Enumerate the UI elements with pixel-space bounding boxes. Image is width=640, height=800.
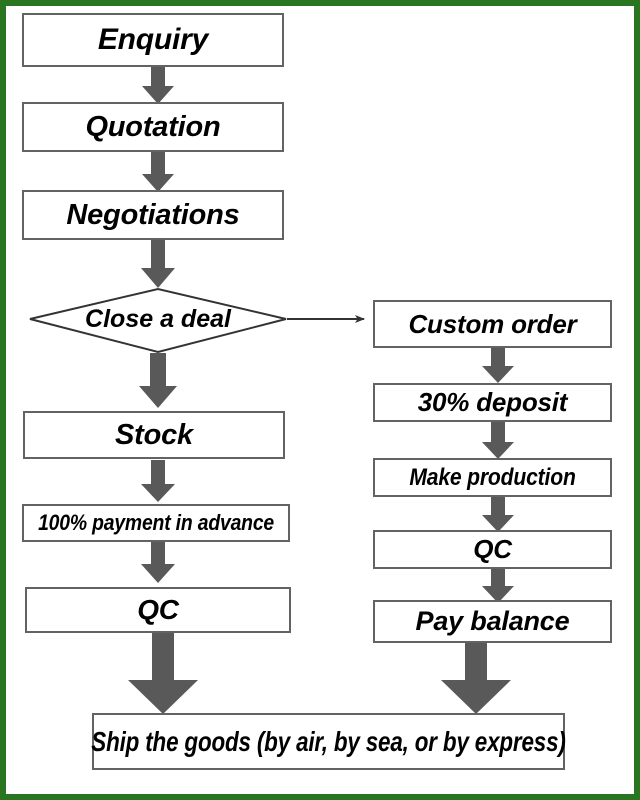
arrow-negotiations-to-close-a-deal [141, 237, 175, 288]
node-qc-right-label: QC [473, 534, 512, 564]
arrow-full-payment-to-qc-left [141, 541, 175, 583]
node-deposit[interactable]: 30% deposit [373, 383, 612, 422]
node-negotiations-label: Negotiations [66, 198, 240, 231]
close-a-deal-diamond[interactable] [29, 287, 287, 354]
flowchart-connectors [29, 62, 514, 714]
node-make-production[interactable]: Make production [373, 458, 612, 497]
arrow-custom-order-to-deposit [482, 347, 514, 383]
node-full-payment[interactable]: 100% payment in advance [22, 504, 290, 542]
node-deposit-label: 30% deposit [417, 387, 568, 417]
arrow-pay-balance-to-ship-goods [441, 642, 511, 714]
arrow-make-production-to-qc-right [482, 496, 514, 532]
node-quotation[interactable]: Quotation [22, 102, 284, 152]
arrow-qc-right-to-pay-balance [482, 568, 514, 603]
node-custom-order-label: Custom order [408, 308, 577, 339]
arrow-stock-to-full-payment [141, 460, 175, 502]
node-ship-goods-label: Ship the goods (by air, by sea, or by ex… [91, 725, 566, 757]
node-enquiry-label: Enquiry [97, 23, 209, 56]
node-enquiry[interactable]: Enquiry [22, 13, 284, 67]
arrow-quotation-to-negotiations [142, 150, 174, 192]
node-full-payment-label: 100% payment in advance [38, 510, 274, 535]
node-qc-right[interactable]: QC [373, 530, 612, 569]
arrow-enquiry-to-quotation [142, 62, 174, 104]
node-stock-label: Stock [115, 418, 193, 451]
node-pay-balance-label: Pay balance [415, 606, 570, 636]
node-quotation-label: Quotation [85, 110, 221, 143]
arrow-close-a-deal-to-stock [139, 353, 177, 408]
node-qc-left-label: QC [137, 594, 179, 625]
node-negotiations[interactable]: Negotiations [22, 190, 284, 240]
node-pay-balance[interactable]: Pay balance [373, 600, 612, 643]
node-custom-order[interactable]: Custom order [373, 300, 612, 348]
arrow-qc-left-to-ship-goods [128, 632, 198, 714]
arrow-deposit-to-make-production [482, 421, 514, 459]
node-ship-goods[interactable]: Ship the goods (by air, by sea, or by ex… [91, 713, 566, 770]
node-make-production-label: Make production [409, 463, 576, 491]
node-qc-left[interactable]: QC [25, 587, 291, 633]
node-stock[interactable]: Stock [23, 411, 285, 459]
